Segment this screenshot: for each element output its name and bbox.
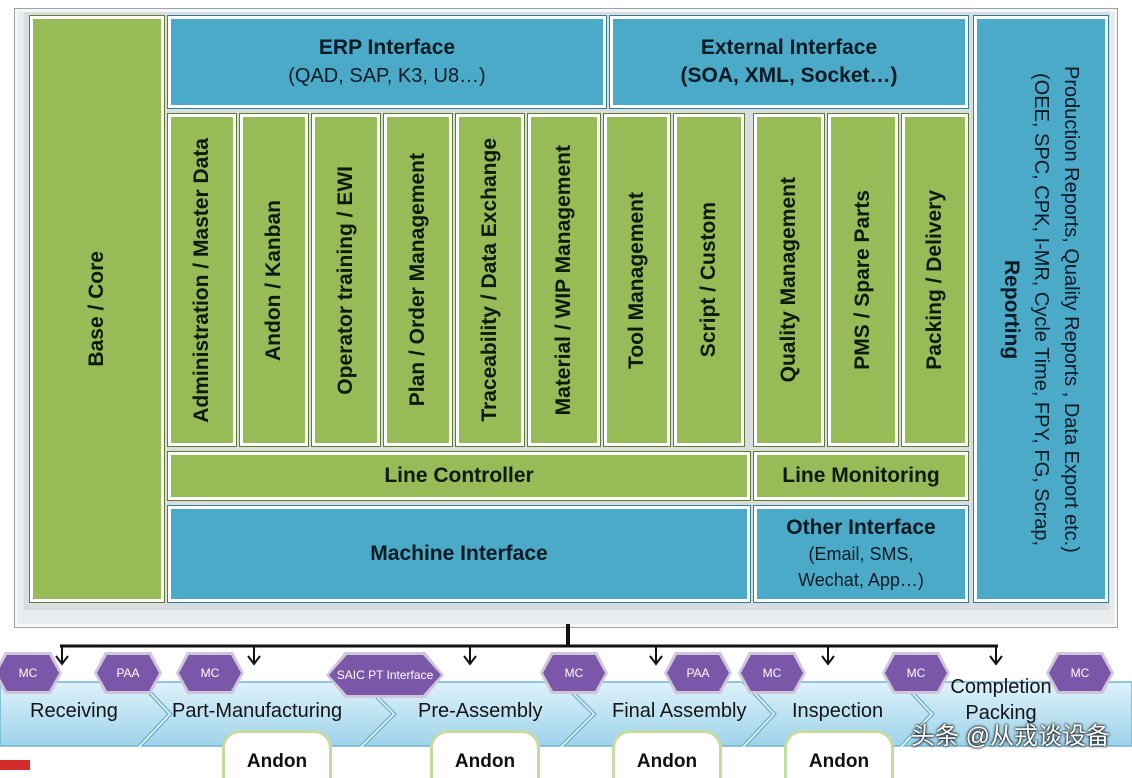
other-interface-line2: Wechat, App…) <box>798 570 924 590</box>
step-final-assembly: Final Assembly <box>612 700 747 722</box>
module-label: Plan / Order Management <box>406 153 429 407</box>
reporting-line1: (OEE, SPC, CPK, I-MR, Cycle Time, FPY, F… <box>1030 72 1052 546</box>
badge-saic-pt-interface: SAIC PT Interface <box>329 655 441 695</box>
reporting-title: Reporting <box>1000 259 1023 359</box>
step-pre-assembly: Pre-Assembly <box>418 700 543 722</box>
module-label: PMS / Spare Parts <box>851 190 874 370</box>
module-packing-delivery: Packing / Delivery <box>901 113 969 447</box>
process-flow-bar <box>0 681 1132 747</box>
step-completion-packing: Completion Packing <box>950 676 1052 724</box>
external-interface-block: External Interface (SOA, XML, Socket…) <box>609 15 969 109</box>
external-interface-subtitle: (SOA, XML, Socket…) <box>680 64 898 87</box>
reporting-block: Reporting (OEE, SPC, CPK, I-MR, Cycle Ti… <box>973 15 1109 603</box>
reporting-line2: Production Reports, Quality Reports , Da… <box>1060 65 1082 553</box>
erp-interface-title: ERP Interface <box>318 36 456 59</box>
arrow-down-icon <box>821 646 835 666</box>
arrow-down-icon <box>463 646 477 666</box>
andon-part-manufacturing: Andon <box>222 730 332 778</box>
chevron-final-assembly <box>562 681 774 747</box>
module-label: Tool Management <box>625 191 648 369</box>
module-operator-training: Operator training / EWI <box>311 113 381 447</box>
watermark-text: 头条 @从戎谈设备 <box>910 723 1110 750</box>
step-part-manufacturing: Part-Manufacturing <box>172 700 343 722</box>
other-interface-title: Other Interface <box>786 516 936 539</box>
module-script-custom: Script / Custom <box>673 113 745 447</box>
module-label: Andon / Kanban <box>262 199 285 361</box>
other-interface-line1: (Email, SMS, <box>808 544 914 564</box>
step-receiving: Receiving <box>30 700 118 722</box>
badge-mc: MC <box>179 655 241 691</box>
module-andon-kanban: Andon / Kanban <box>239 113 309 447</box>
external-interface-title: External Interface <box>700 36 878 59</box>
andon-inspection: Andon <box>784 730 894 778</box>
badge-paa: PAA <box>667 655 729 691</box>
machine-interface-label: Machine Interface <box>370 542 548 565</box>
module-material-wip: Material / WIP Management <box>527 113 601 447</box>
module-label: Quality Management <box>777 177 800 383</box>
connector-lines <box>55 624 1003 666</box>
badge-paa: PAA <box>97 655 159 691</box>
module-label: Traceability / Data Exchange <box>478 138 501 422</box>
badge-mc: MC <box>885 655 947 691</box>
arrow-down-icon <box>247 646 261 666</box>
line-monitoring-block: Line Monitoring <box>753 451 969 501</box>
line-controller-label: Line Controller <box>384 464 534 487</box>
badge-mc: MC <box>741 655 803 691</box>
module-traceability: Traceability / Data Exchange <box>455 113 525 447</box>
badge-mc: MC <box>543 655 605 691</box>
module-plan-order: Plan / Order Management <box>383 113 453 447</box>
badge-mc: MC <box>0 655 59 691</box>
other-interface-block: Other Interface (Email, SMS, Wechat, App… <box>753 505 969 603</box>
module-label: Material / WIP Management <box>552 144 575 416</box>
module-label: Operator training / EWI <box>334 165 357 395</box>
erp-interface-subtitle: (QAD, SAP, K3, U8…) <box>288 65 486 87</box>
module-pms-spare-parts: PMS / Spare Parts <box>827 113 899 447</box>
arrow-down-icon <box>989 646 1003 666</box>
erp-interface-block: ERP Interface (QAD, SAP, K3, U8…) <box>167 15 607 109</box>
andon-pre-assembly: Andon <box>430 730 540 778</box>
arrow-down-icon <box>55 646 69 666</box>
machine-interface-block: Machine Interface <box>167 505 751 603</box>
base-core-label: Base / Core <box>85 251 108 367</box>
module-quality-management: Quality Management <box>753 113 825 447</box>
badge-mc: MC <box>1049 655 1111 691</box>
module-tool-management: Tool Management <box>603 113 671 447</box>
base-core-block: Base / Core <box>29 15 165 603</box>
module-label: Administration / Master Data <box>190 137 213 423</box>
module-label: Packing / Delivery <box>923 190 946 370</box>
red-marker <box>0 760 30 770</box>
module-label: Script / Custom <box>697 202 720 358</box>
arrow-down-icon <box>649 646 663 666</box>
line-monitoring-label: Line Monitoring <box>782 464 940 487</box>
drop-arrows <box>55 646 1003 666</box>
andon-final-assembly: Andon <box>612 730 722 778</box>
line-controller-block: Line Controller <box>167 451 751 501</box>
step-inspection: Inspection <box>792 700 884 722</box>
module-administration: Administration / Master Data <box>167 113 237 447</box>
